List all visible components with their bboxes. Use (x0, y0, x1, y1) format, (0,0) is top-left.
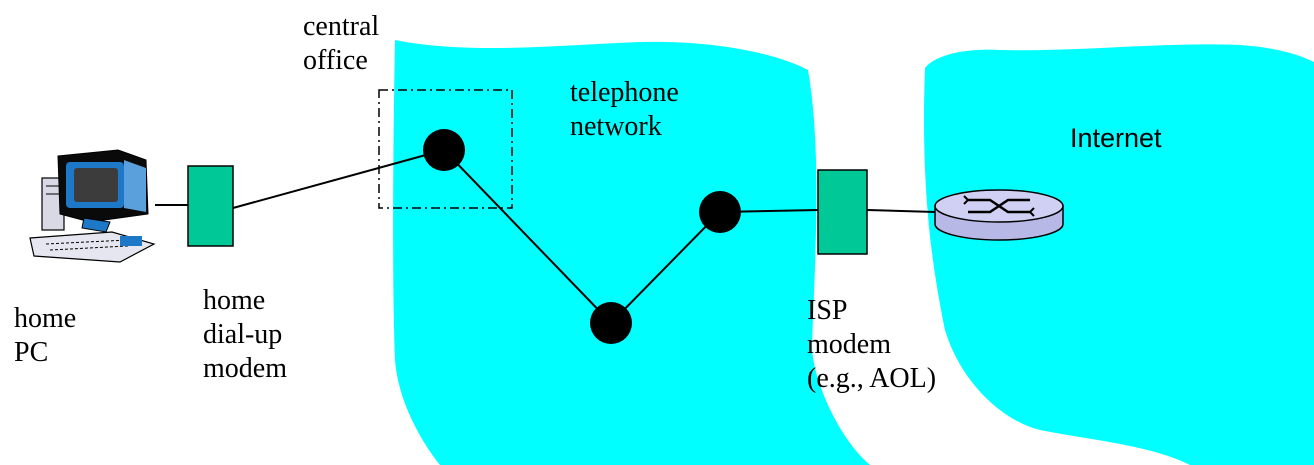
telephone-network-cloud (393, 40, 870, 465)
switch-node-right (699, 191, 741, 233)
switch-node-bottom (590, 302, 632, 344)
home-modem-label: home dial-up modem (203, 285, 287, 384)
central-office-box (378, 89, 513, 209)
modem-to-central-office-link (232, 149, 445, 209)
isp-modem-to-router-link (866, 209, 936, 213)
network-link-2 (610, 211, 721, 324)
home-pc-label: home PC (14, 303, 77, 368)
isp-modem-label: ISP modem (e.g., AOL) (807, 295, 937, 394)
home-modem (187, 165, 234, 247)
switch-node-central (423, 129, 465, 171)
router-icon (934, 189, 1064, 241)
telephone-network-label: telephone network (570, 77, 679, 142)
desktop-computer-icon (29, 149, 156, 263)
internet-cloud (924, 44, 1314, 465)
central-office-label: central office (303, 11, 380, 76)
internet-label: Internet (1070, 123, 1162, 153)
isp-modem (817, 169, 868, 255)
network-link-1 (443, 149, 612, 324)
